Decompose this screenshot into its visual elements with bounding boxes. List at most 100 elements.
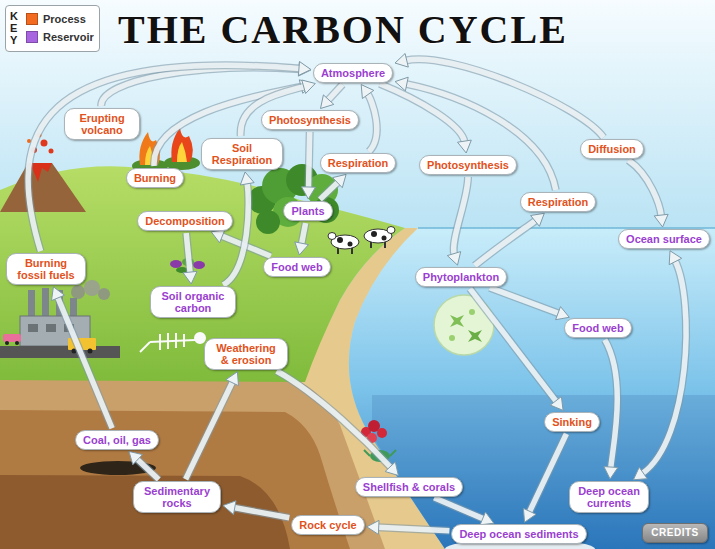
- reservoir-label: Food web: [564, 318, 631, 338]
- node-text: Rock cycle: [299, 519, 356, 531]
- volcano: [0, 133, 86, 213]
- legend-row: Process: [26, 12, 86, 26]
- arrow-body: [328, 85, 343, 101]
- skeleton: [140, 333, 205, 352]
- process-label: Respiration: [320, 153, 397, 173]
- legend-text: Process: [43, 12, 86, 26]
- arrow-head: [52, 287, 65, 301]
- arrow-outline: [380, 84, 465, 142]
- node-text: Sedimentary rocks: [141, 485, 213, 509]
- node-text: Erupting volcano: [72, 112, 132, 136]
- node-text: Deep ocean sediments: [459, 528, 578, 540]
- arrow-head: [633, 467, 647, 480]
- node-text: Atmosphere: [321, 67, 385, 79]
- node-text: Soil organic carbon: [158, 290, 228, 314]
- node-text: Burning fossil fuels: [14, 257, 78, 281]
- arrow-head: [523, 508, 536, 522]
- arrow-body: [529, 434, 566, 512]
- flow-arrow: [434, 498, 494, 525]
- arrow-body: [434, 498, 483, 519]
- arrow-head: [240, 172, 254, 185]
- flow-arrow: [52, 287, 113, 428]
- node-text: Coal, oil, gas: [83, 434, 151, 446]
- reservoir-label: Coal, oil, gas: [75, 430, 159, 450]
- flow-arrow: [129, 451, 159, 479]
- arrow-body: [378, 527, 450, 530]
- arrow-outline: [475, 220, 536, 265]
- node-text: CREDITS: [651, 527, 698, 539]
- deep-water: [372, 395, 715, 549]
- legend-text: Reservoir: [43, 30, 94, 44]
- reservoir-label: Ocean surface: [618, 229, 710, 249]
- reservoir-label: Food web: [263, 257, 330, 277]
- arrow-outline: [186, 233, 190, 273]
- flow-arrow: [470, 289, 563, 411]
- process-label: Decomposition: [137, 211, 232, 231]
- arrow-body: [380, 84, 465, 142]
- process-label: Weathering & erosion: [204, 338, 288, 370]
- arrow-outline: [277, 371, 391, 468]
- arrow-outline: [378, 527, 450, 530]
- arrow-body: [186, 382, 233, 480]
- diagram-title: THE CARBON CYCLE: [118, 8, 568, 52]
- flow-arrow: [223, 501, 289, 518]
- arrow-body: [137, 459, 159, 480]
- node-text: Food web: [572, 322, 623, 334]
- arrow-outline: [309, 132, 310, 188]
- flow-arrow: [447, 177, 468, 265]
- arrow-body: [406, 84, 556, 190]
- arrow-outline: [454, 177, 468, 255]
- process-label: Rock cycle: [291, 515, 364, 535]
- factory: [0, 280, 120, 358]
- arrow-head: [531, 213, 545, 226]
- arrow-outline: [186, 382, 233, 480]
- node-text: Shellfish & corals: [363, 481, 455, 493]
- arrow-outline: [434, 498, 483, 519]
- process-label: Sinking: [544, 412, 600, 432]
- arrow-head: [550, 397, 563, 411]
- arrow-head: [654, 214, 668, 227]
- arrow-outline: [137, 459, 159, 480]
- reservoir-label: Deep ocean sediments: [451, 524, 586, 544]
- arrow-body: [628, 160, 661, 216]
- arrow-outline: [490, 288, 559, 314]
- arrow-outline: [302, 223, 306, 244]
- node-text: Photosynthesis: [269, 114, 351, 126]
- arrow-outline: [470, 289, 557, 402]
- process-label: Diffusion: [580, 139, 644, 159]
- flow-arrow: [321, 85, 343, 109]
- legend-swatch: [26, 31, 38, 43]
- arrow-head: [333, 174, 347, 187]
- trees: [248, 164, 339, 234]
- flow-arrow: [183, 233, 197, 284]
- process-label: Respiration: [520, 192, 597, 212]
- node-text: Soil Respiration: [209, 142, 275, 166]
- process-label: Photosynthesis: [419, 155, 517, 175]
- flow-arrow: [302, 132, 316, 199]
- arrow-outline: [234, 508, 289, 518]
- node-text: Burning: [134, 172, 176, 184]
- flow-arrow: [475, 213, 545, 265]
- arrow-head: [361, 85, 374, 99]
- arrow-outline: [368, 94, 377, 152]
- key-box: KEYProcessReservoir: [5, 5, 100, 52]
- arrow-head: [298, 62, 311, 76]
- arrow-body: [470, 289, 557, 402]
- arrow-body: [58, 297, 113, 428]
- flow-arrow: [361, 85, 377, 152]
- process-label: Burning: [126, 168, 184, 188]
- arrow-outline: [58, 297, 113, 428]
- legend-row: Reservoir: [26, 30, 94, 44]
- arrow-outline: [406, 59, 604, 137]
- arrow-outline: [406, 84, 556, 190]
- arrow-body: [309, 132, 310, 188]
- arrow-outline: [628, 160, 661, 216]
- arrow-head: [183, 271, 197, 284]
- reservoir-label: Deep ocean currents: [569, 481, 649, 513]
- arrow-body: [186, 233, 190, 273]
- reservoir-label: Shellfish & corals: [355, 477, 463, 497]
- arrow-head: [447, 252, 460, 266]
- flow-arrow: [320, 174, 346, 199]
